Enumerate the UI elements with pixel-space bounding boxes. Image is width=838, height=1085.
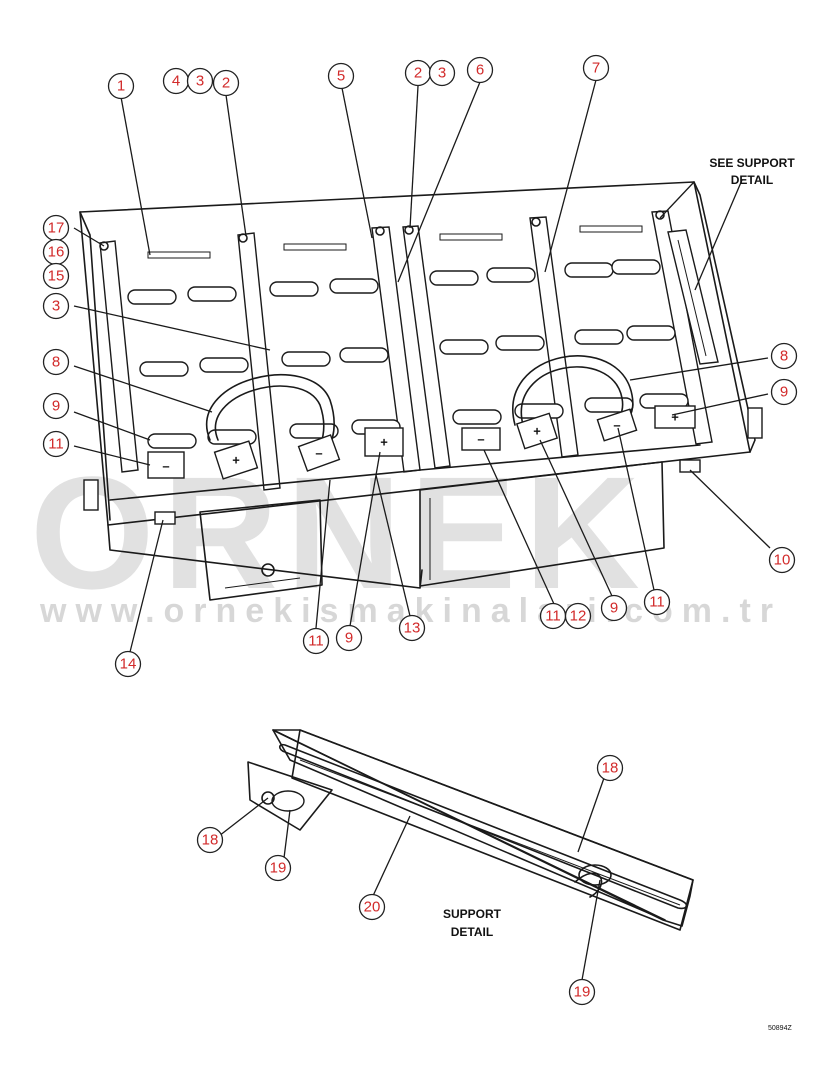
callout: 14 — [114, 650, 142, 678]
side-bolt — [747, 407, 763, 439]
callout: 9 — [770, 378, 798, 406]
callout: 18 — [196, 826, 224, 854]
callout: 19 — [264, 854, 292, 882]
see-support-note: SEE SUPPORT — [709, 156, 795, 170]
sump-box — [419, 461, 665, 587]
callout: 9 — [42, 392, 70, 420]
svg-text:10: 10 — [774, 552, 791, 569]
callout: 4 — [162, 67, 190, 95]
svg-text:13: 13 — [404, 620, 421, 637]
see-support-note: DETAIL — [731, 173, 773, 187]
callout: 18 — [596, 754, 624, 782]
svg-text:11: 11 — [308, 633, 324, 650]
side-support — [667, 229, 719, 365]
svg-text:19: 19 — [574, 984, 591, 1001]
support-detail-title: DETAIL — [451, 925, 493, 939]
callout: 16 — [42, 238, 70, 266]
watermark-brand: ORNEK — [30, 443, 648, 622]
partition-rails — [99, 210, 713, 491]
svg-text:11: 11 — [545, 608, 561, 625]
battery-tray: – + – + – + – + — [79, 181, 763, 601]
svg-text:1: 1 — [117, 78, 125, 95]
svg-text:8: 8 — [780, 348, 788, 365]
terminal-negative — [461, 427, 501, 451]
svg-text:8: 8 — [52, 354, 60, 371]
callouts: 1 4 3 2 5 2 3 6 7 17 16 15 3 8 9 11 8 9 … — [42, 54, 798, 1006]
callout: 11 — [539, 602, 567, 630]
drawing-number: 50894Z — [768, 1025, 792, 1032]
drain-fitting — [154, 511, 176, 525]
bracket-plate — [199, 499, 323, 601]
terminal-symbol: + — [232, 453, 240, 468]
terminal-symbol: – — [477, 432, 484, 447]
callout: 19 — [568, 978, 596, 1006]
callout: 8 — [42, 348, 70, 376]
svg-text:9: 9 — [780, 384, 788, 401]
svg-text:14: 14 — [120, 656, 137, 673]
callout: 1 — [107, 72, 135, 100]
terminal-symbol: + — [380, 435, 388, 450]
callout: 7 — [582, 54, 610, 82]
callout: 15 — [42, 262, 70, 290]
callout: 10 — [768, 546, 796, 574]
terminal-negative — [147, 451, 185, 479]
callout: 9 — [600, 594, 628, 622]
callout: 9 — [335, 624, 363, 652]
svg-text:2: 2 — [414, 65, 422, 82]
svg-text:3: 3 — [196, 73, 204, 90]
svg-text:5: 5 — [337, 68, 345, 85]
svg-text:4: 4 — [172, 73, 180, 90]
callout: 17 — [42, 214, 70, 242]
terminal-positive — [213, 440, 259, 480]
svg-text:3: 3 — [52, 298, 60, 315]
svg-text:16: 16 — [48, 244, 65, 261]
callout: 11 — [302, 627, 330, 655]
svg-text:11: 11 — [48, 436, 64, 453]
callout: 3 — [42, 292, 70, 320]
svg-text:15: 15 — [48, 268, 65, 285]
terminal-positive — [364, 427, 404, 457]
svg-text:3: 3 — [438, 65, 446, 82]
svg-text:6: 6 — [476, 62, 484, 79]
callout: 12 — [564, 602, 592, 630]
svg-text:19: 19 — [270, 860, 287, 877]
callout: 13 — [398, 614, 426, 642]
callout: 11 — [643, 588, 671, 616]
support-detail-title: SUPPORT — [443, 907, 502, 921]
callout: 11 — [42, 430, 70, 458]
svg-text:9: 9 — [610, 600, 618, 617]
callout: 6 — [466, 56, 494, 84]
terminal-negative — [596, 408, 638, 442]
svg-text:7: 7 — [592, 60, 600, 77]
svg-text:9: 9 — [345, 630, 353, 647]
svg-text:18: 18 — [202, 832, 219, 849]
battery-cells — [127, 225, 689, 449]
terminal-symbol: – — [162, 459, 169, 474]
svg-text:2: 2 — [222, 75, 230, 92]
svg-text:12: 12 — [570, 608, 587, 625]
terminal-symbol: – — [315, 446, 322, 461]
svg-text:20: 20 — [364, 899, 381, 916]
callout: 3 — [428, 59, 456, 87]
support-detail-assembly — [218, 729, 694, 981]
callout: 2 — [212, 69, 240, 97]
terminal-symbol: + — [533, 424, 541, 439]
svg-text:18: 18 — [602, 760, 619, 777]
svg-text:9: 9 — [52, 398, 60, 415]
callout: 20 — [358, 893, 386, 921]
callout: 3 — [186, 67, 214, 95]
svg-text:17: 17 — [48, 220, 65, 237]
callout: 2 — [404, 59, 432, 87]
leader-lines — [73, 79, 771, 653]
side-bolt — [83, 479, 99, 511]
terminal-symbol: – — [613, 418, 620, 433]
callout: 5 — [327, 62, 355, 90]
terminal-symbol: + — [671, 410, 679, 425]
callout: 8 — [770, 342, 798, 370]
terminal-negative — [297, 434, 341, 472]
svg-text:11: 11 — [649, 594, 665, 611]
corner-fitting — [679, 459, 701, 473]
